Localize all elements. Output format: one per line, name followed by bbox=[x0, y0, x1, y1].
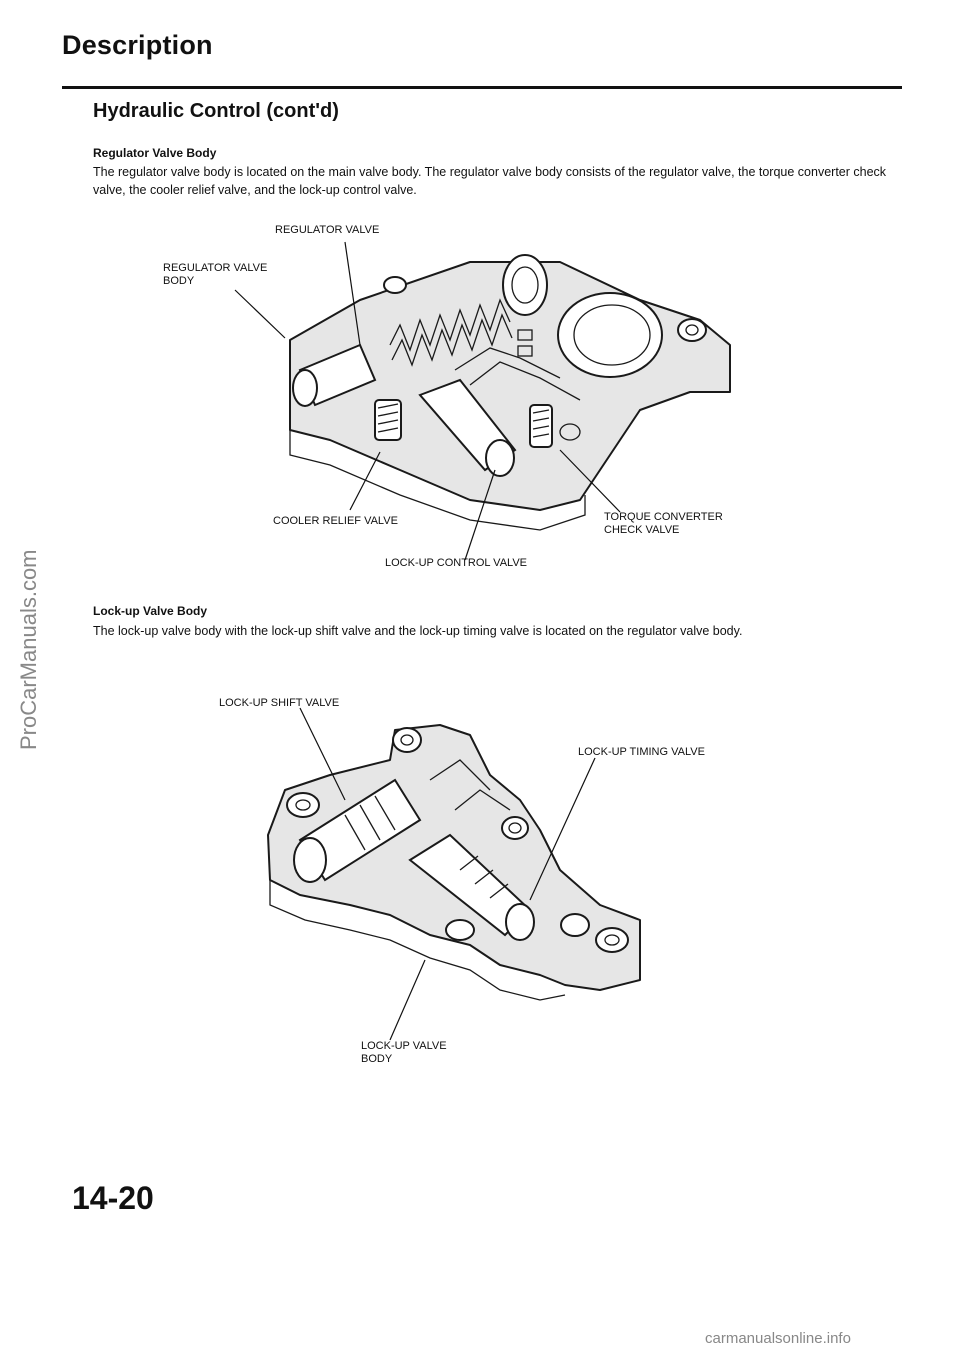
regulator-text: The regulator valve body is located on t… bbox=[93, 165, 887, 197]
label-regulator-valve: REGULATOR VALVE bbox=[275, 224, 380, 236]
label-lockup-timing-valve: LOCK-UP TIMING VALVE bbox=[578, 746, 705, 758]
regulator-heading: Regulator Valve Body bbox=[93, 146, 217, 160]
top-mount-boss bbox=[392, 727, 422, 753]
label-cooler-relief-valve: COOLER RELIEF VALVE bbox=[273, 515, 398, 527]
bottom-watermark: carmanualsonline.info bbox=[705, 1330, 851, 1347]
cooler-relief-spool bbox=[374, 399, 402, 441]
section-subtitle: Hydraulic Control (cont'd) bbox=[93, 100, 339, 122]
regulator-spring bbox=[389, 298, 511, 352]
label-lockup-valve-body: LOCK-UP VALVE BODY bbox=[361, 1040, 447, 1065]
regulator-end-cap bbox=[502, 254, 548, 316]
leader-lockup-body bbox=[389, 959, 426, 1041]
header-rule bbox=[62, 86, 902, 89]
side-watermark: ProCarManuals.com bbox=[16, 549, 41, 751]
lockup-heading: Lock-up Valve Body bbox=[93, 604, 208, 618]
regulator-valve-body-drawing bbox=[234, 241, 731, 561]
lockup-text: The lock-up valve body with the lock-up … bbox=[93, 624, 743, 638]
leader-lockup-control bbox=[464, 469, 496, 561]
label-lockup-shift-valve: LOCK-UP SHIFT VALVE bbox=[219, 697, 340, 709]
label-regulator-valve-body: REGULATOR VALVE BODY bbox=[163, 262, 268, 287]
leader-torque-check bbox=[559, 449, 621, 513]
leader-regulator-valve bbox=[344, 241, 361, 346]
leader-lockup-timing bbox=[529, 757, 596, 901]
label-lockup-control-valve: LOCK-UP CONTROL VALVE bbox=[385, 557, 528, 569]
label-torque-converter-check-valve: TORQUE CONVERTER CHECK VALVE bbox=[604, 511, 723, 536]
leader-regulator-body bbox=[234, 289, 286, 339]
page-number: 14-20 bbox=[72, 1180, 154, 1216]
leader-lockup-shift bbox=[299, 707, 346, 801]
page-title: Description bbox=[62, 30, 213, 60]
lockup-valve-body-drawing bbox=[267, 707, 641, 1041]
leader-cooler-relief bbox=[349, 451, 381, 511]
